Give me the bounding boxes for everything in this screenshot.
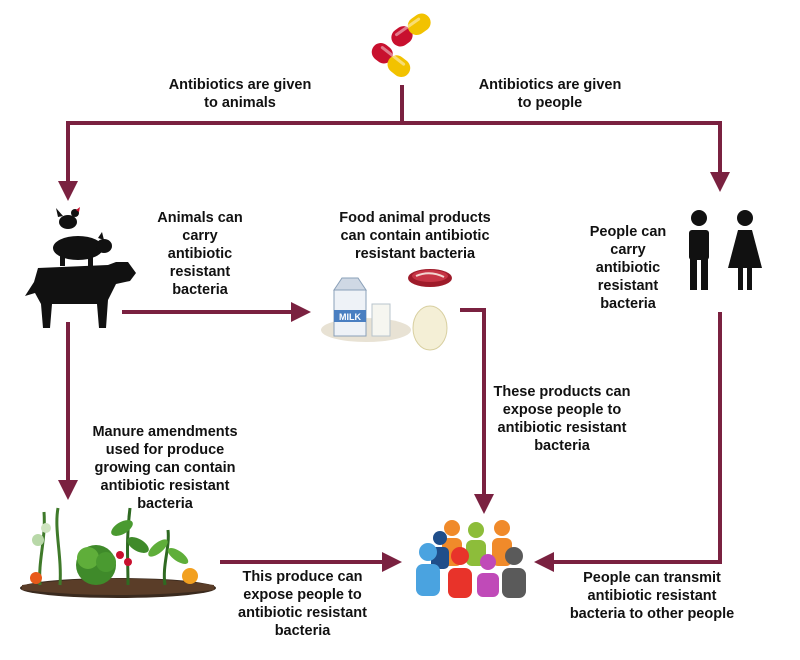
- label-people-carry: People can carry antibiotic resistant ba…: [589, 224, 667, 312]
- produce-garden-icon: [20, 507, 216, 598]
- food-products-icon: MILK: [321, 269, 452, 351]
- crowd-icon: [416, 520, 526, 598]
- label-products-expose: These products can expose people to anti…: [493, 384, 631, 454]
- label-given-to-animals: Antibiotics are given to animals: [168, 77, 312, 111]
- arrow-food-to-crowd: [460, 308, 494, 514]
- people-icon: [689, 210, 762, 290]
- label-people-transmit: People can transmit antibiotic resistant…: [569, 570, 735, 622]
- antibiotic-capsules-icon: [371, 13, 431, 78]
- farm-animals-icon: [25, 207, 136, 328]
- milk-carton-text: MILK: [339, 312, 361, 322]
- label-food-products: Food animal products can contain antibio…: [339, 210, 491, 262]
- label-produce-expose: This produce can expose people to antibi…: [238, 569, 367, 639]
- arrow-people-to-crowd: [534, 312, 722, 572]
- arrows: [58, 85, 730, 572]
- arrow-to-animals: [58, 121, 402, 201]
- label-given-to-people: Antibiotics are given to people: [478, 77, 622, 111]
- arrow-to-people: [402, 121, 730, 192]
- label-animals-carry: Animals can carry antibiotic resistant b…: [157, 210, 243, 298]
- label-manure: Manure amendments used for produce growi…: [92, 424, 238, 512]
